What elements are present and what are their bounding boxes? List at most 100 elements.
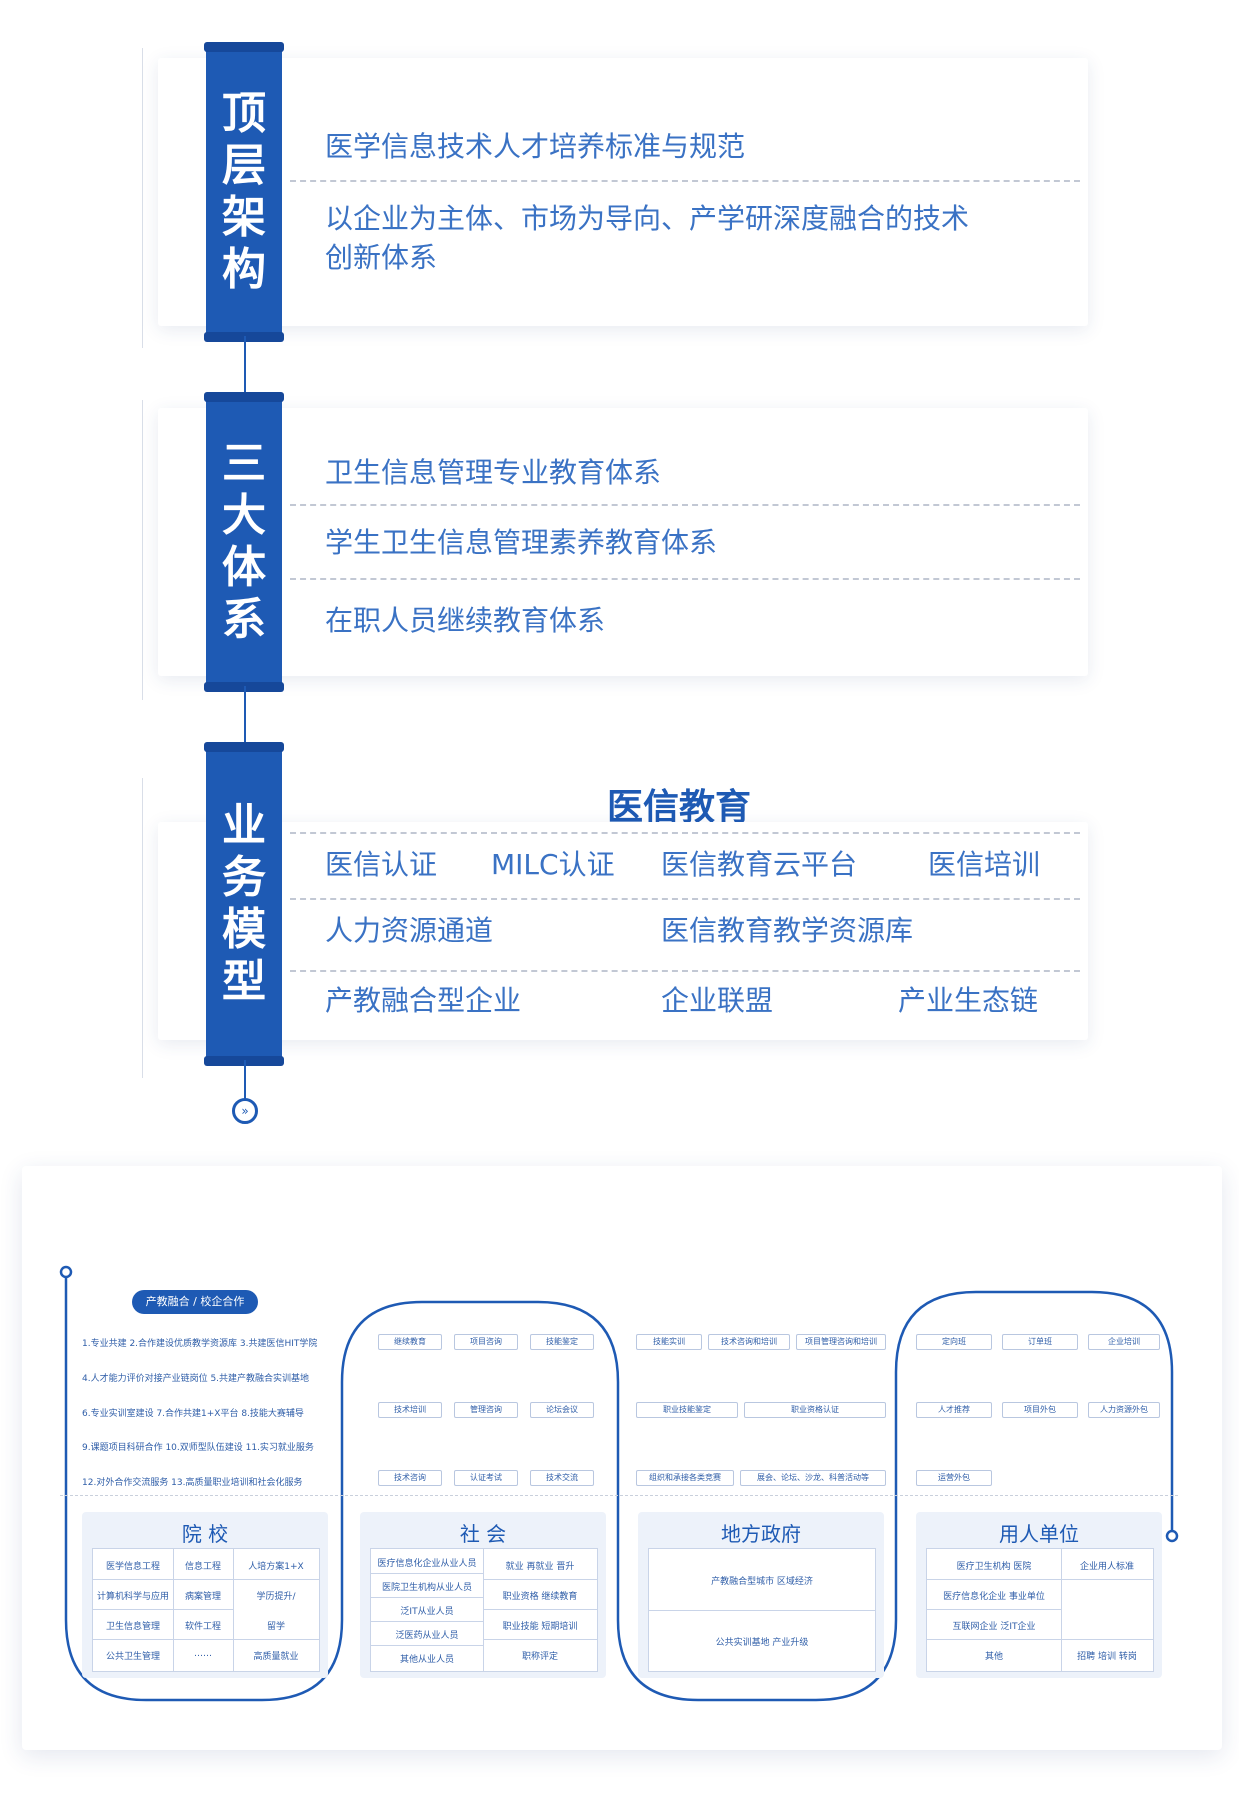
government-tag: 职业资格认证 xyxy=(744,1402,886,1418)
systems-item: 在职人员继续教育体系 xyxy=(325,604,606,637)
school-service-line: 4.人才能力评价对接产业链岗位 5.共建产教融合实训基地 xyxy=(82,1374,310,1384)
connector-line xyxy=(244,1060,246,1100)
government-tag: 技术咨询和培训 xyxy=(708,1334,790,1350)
architecture-label-scroll: 顶 层 架 构 xyxy=(204,42,284,342)
school-service-line: 12.对外合作交流服务 13.高质量职业培训和社会化服务 xyxy=(82,1478,303,1488)
school-cell: 高质量就业 xyxy=(253,1652,299,1662)
government-grid: 产教融合型城市 区域经济 公共实训基地 产业升级 xyxy=(648,1548,876,1672)
government-tag: 项目管理咨询和培训 xyxy=(796,1334,886,1350)
architecture-card: 医学信息技术人才培养标准与规范 以企业为主体、市场为导向、产学研深度融合的技术 … xyxy=(158,58,1088,326)
government-cell: 产教融合型城市 区域经济 xyxy=(711,1577,813,1587)
business-row1-item: MILC认证 xyxy=(491,848,615,881)
divider xyxy=(290,180,1080,182)
architecture-item-2-line1: 以企业为主体、市场为导向、产学研深度融合的技术 xyxy=(325,202,970,235)
school-cell: 公共卫生管理 xyxy=(105,1652,160,1662)
employer-tag: 定向班 xyxy=(916,1334,992,1350)
school-service-line: 1.专业共建 2.合作建设优质教学资源库 3.共建医信HIT学院 xyxy=(82,1339,318,1349)
school-cell: …… xyxy=(194,1649,212,1659)
school-cell: 学历提升/ xyxy=(256,1592,296,1602)
employer-left-cell: 其他 xyxy=(984,1652,1003,1662)
business-title-char: 模 xyxy=(222,904,266,955)
society-tag: 管理咨询 xyxy=(454,1402,518,1418)
architecture-item-2-line2: 创新体系 xyxy=(325,241,438,274)
society-tag: 论坛会议 xyxy=(530,1402,594,1418)
society-left-cell: 泛医药从业人员 xyxy=(395,1631,459,1641)
systems-card: 卫生信息管理专业教育体系 学生卫生信息管理素养教育体系 在职人员继续教育体系 xyxy=(158,408,1088,676)
business-title-char: 业 xyxy=(222,800,266,851)
society-left-cell: 医院卫生机构从业人员 xyxy=(381,1583,472,1593)
left-guide-line-1 xyxy=(142,48,143,348)
divider xyxy=(290,832,1080,834)
employer-tag: 运营外包 xyxy=(916,1470,992,1486)
employer-left-cell: 医疗信息化企业 事业单位 xyxy=(943,1592,1045,1602)
school-service-line: 6.专业实训室建设 7.合作共建1+X平台 8.技能大赛辅导 xyxy=(82,1409,304,1419)
systems-title-char: 三 xyxy=(222,438,266,489)
business-row3-item: 产业生态链 xyxy=(898,984,1039,1017)
business-row3-item: 企业联盟 xyxy=(661,984,774,1017)
business-heading: 医信教育 xyxy=(607,787,752,828)
systems-title-char: 系 xyxy=(222,594,266,645)
society-box: 社 会 医疗信息化企业从业人员 医院卫生机构从业人员 泛IT从业人员 泛医药从业… xyxy=(360,1512,606,1678)
school-box-title: 院 校 xyxy=(181,1522,229,1546)
employer-right-bottom-cell: 招聘 培训 转岗 xyxy=(1077,1652,1137,1662)
flow-start-dot xyxy=(59,1265,73,1279)
business-row1-item: 医信培训 xyxy=(928,848,1041,881)
society-right-cell: 就业 再就业 晋升 xyxy=(505,1562,575,1572)
divider xyxy=(290,578,1080,580)
society-tag: 技术培训 xyxy=(378,1402,442,1418)
employer-tag: 订单班 xyxy=(1002,1334,1078,1350)
employer-grid: 医疗卫生机构 医院 医疗信息化企业 事业单位 互联网企业 泛IT企业 其他 企业… xyxy=(926,1548,1154,1672)
architecture-item-1: 医学信息技术人才培养标准与规范 xyxy=(325,130,746,163)
divider xyxy=(290,970,1080,972)
cooperation-pill: 产教融合 / 校企合作 xyxy=(132,1290,258,1314)
government-tag: 职业技能鉴定 xyxy=(636,1402,738,1418)
school-box: 院 校 医学信息工程 信息工程 人培方案1+X 计算机科学与应用 病案管理 学历… xyxy=(82,1512,328,1678)
society-tag: 项目咨询 xyxy=(454,1334,518,1350)
systems-item: 卫生信息管理专业教育体系 xyxy=(325,456,662,489)
employer-tag: 企业培训 xyxy=(1088,1334,1160,1350)
society-tag: 继续教育 xyxy=(378,1334,442,1350)
left-guide-line-2 xyxy=(142,400,143,700)
government-tag: 组织和承接各类竞赛 xyxy=(636,1470,734,1486)
society-box-title: 社 会 xyxy=(459,1522,507,1546)
double-chevron-down-icon: » xyxy=(232,1098,258,1124)
employer-left-cell: 互联网企业 泛IT企业 xyxy=(952,1622,1036,1632)
society-right-cell: 职业技能 短期培训 xyxy=(502,1622,578,1632)
business-title-char: 型 xyxy=(222,956,266,1007)
business-row2-item: 人力资源通道 xyxy=(325,914,494,947)
architecture-title-char: 层 xyxy=(222,140,266,191)
systems-title-char: 体 xyxy=(222,542,266,593)
flow-end-dot xyxy=(1165,1529,1179,1543)
business-card: 医信认证 MILC认证 医信教育云平台 医信培训 人力资源通道 医信教育教学资源… xyxy=(158,822,1088,1040)
business-title-char: 务 xyxy=(222,852,266,903)
employer-right-top-cell: 企业用人标准 xyxy=(1079,1562,1134,1572)
society-tag: 认证考试 xyxy=(454,1470,518,1486)
government-cell: 公共实训基地 产业升级 xyxy=(715,1638,809,1648)
government-tag: 技能实训 xyxy=(636,1334,702,1350)
society-right-cell: 职称评定 xyxy=(521,1652,558,1662)
connector-line xyxy=(244,336,246,402)
society-grid: 医疗信息化企业从业人员 医院卫生机构从业人员 泛IT从业人员 泛医药从业人员 其… xyxy=(370,1548,598,1672)
school-cell: 卫生信息管理 xyxy=(105,1622,160,1632)
government-box-title: 地方政府 xyxy=(721,1522,801,1546)
employer-left-cell: 医疗卫生机构 医院 xyxy=(956,1562,1032,1572)
society-tag: 技术交流 xyxy=(530,1470,594,1486)
architecture-title-char: 顶 xyxy=(222,88,266,139)
employer-tag: 人才推荐 xyxy=(916,1402,992,1418)
left-guide-line-3 xyxy=(142,778,143,1078)
school-cell: 医学信息工程 xyxy=(105,1562,160,1572)
business-row2-item: 医信教育教学资源库 xyxy=(661,914,914,947)
architecture-title-char: 架 xyxy=(222,192,266,243)
society-tag: 技术咨询 xyxy=(378,1470,442,1486)
society-left-cell: 医疗信息化企业从业人员 xyxy=(377,1559,477,1569)
connector-line xyxy=(244,686,246,752)
systems-item: 学生卫生信息管理素养教育体系 xyxy=(325,526,718,559)
school-cell: 信息工程 xyxy=(184,1562,221,1572)
employer-tag: 项目外包 xyxy=(1002,1402,1078,1418)
school-cell: 计算机科学与应用 xyxy=(96,1592,169,1602)
employer-box-title: 用人单位 xyxy=(999,1522,1079,1546)
society-left-cell: 泛IT从业人员 xyxy=(400,1607,454,1617)
employer-tag: 人力资源外包 xyxy=(1088,1402,1160,1418)
school-cell: 软件工程 xyxy=(184,1622,221,1632)
systems-title-char: 大 xyxy=(222,490,266,541)
